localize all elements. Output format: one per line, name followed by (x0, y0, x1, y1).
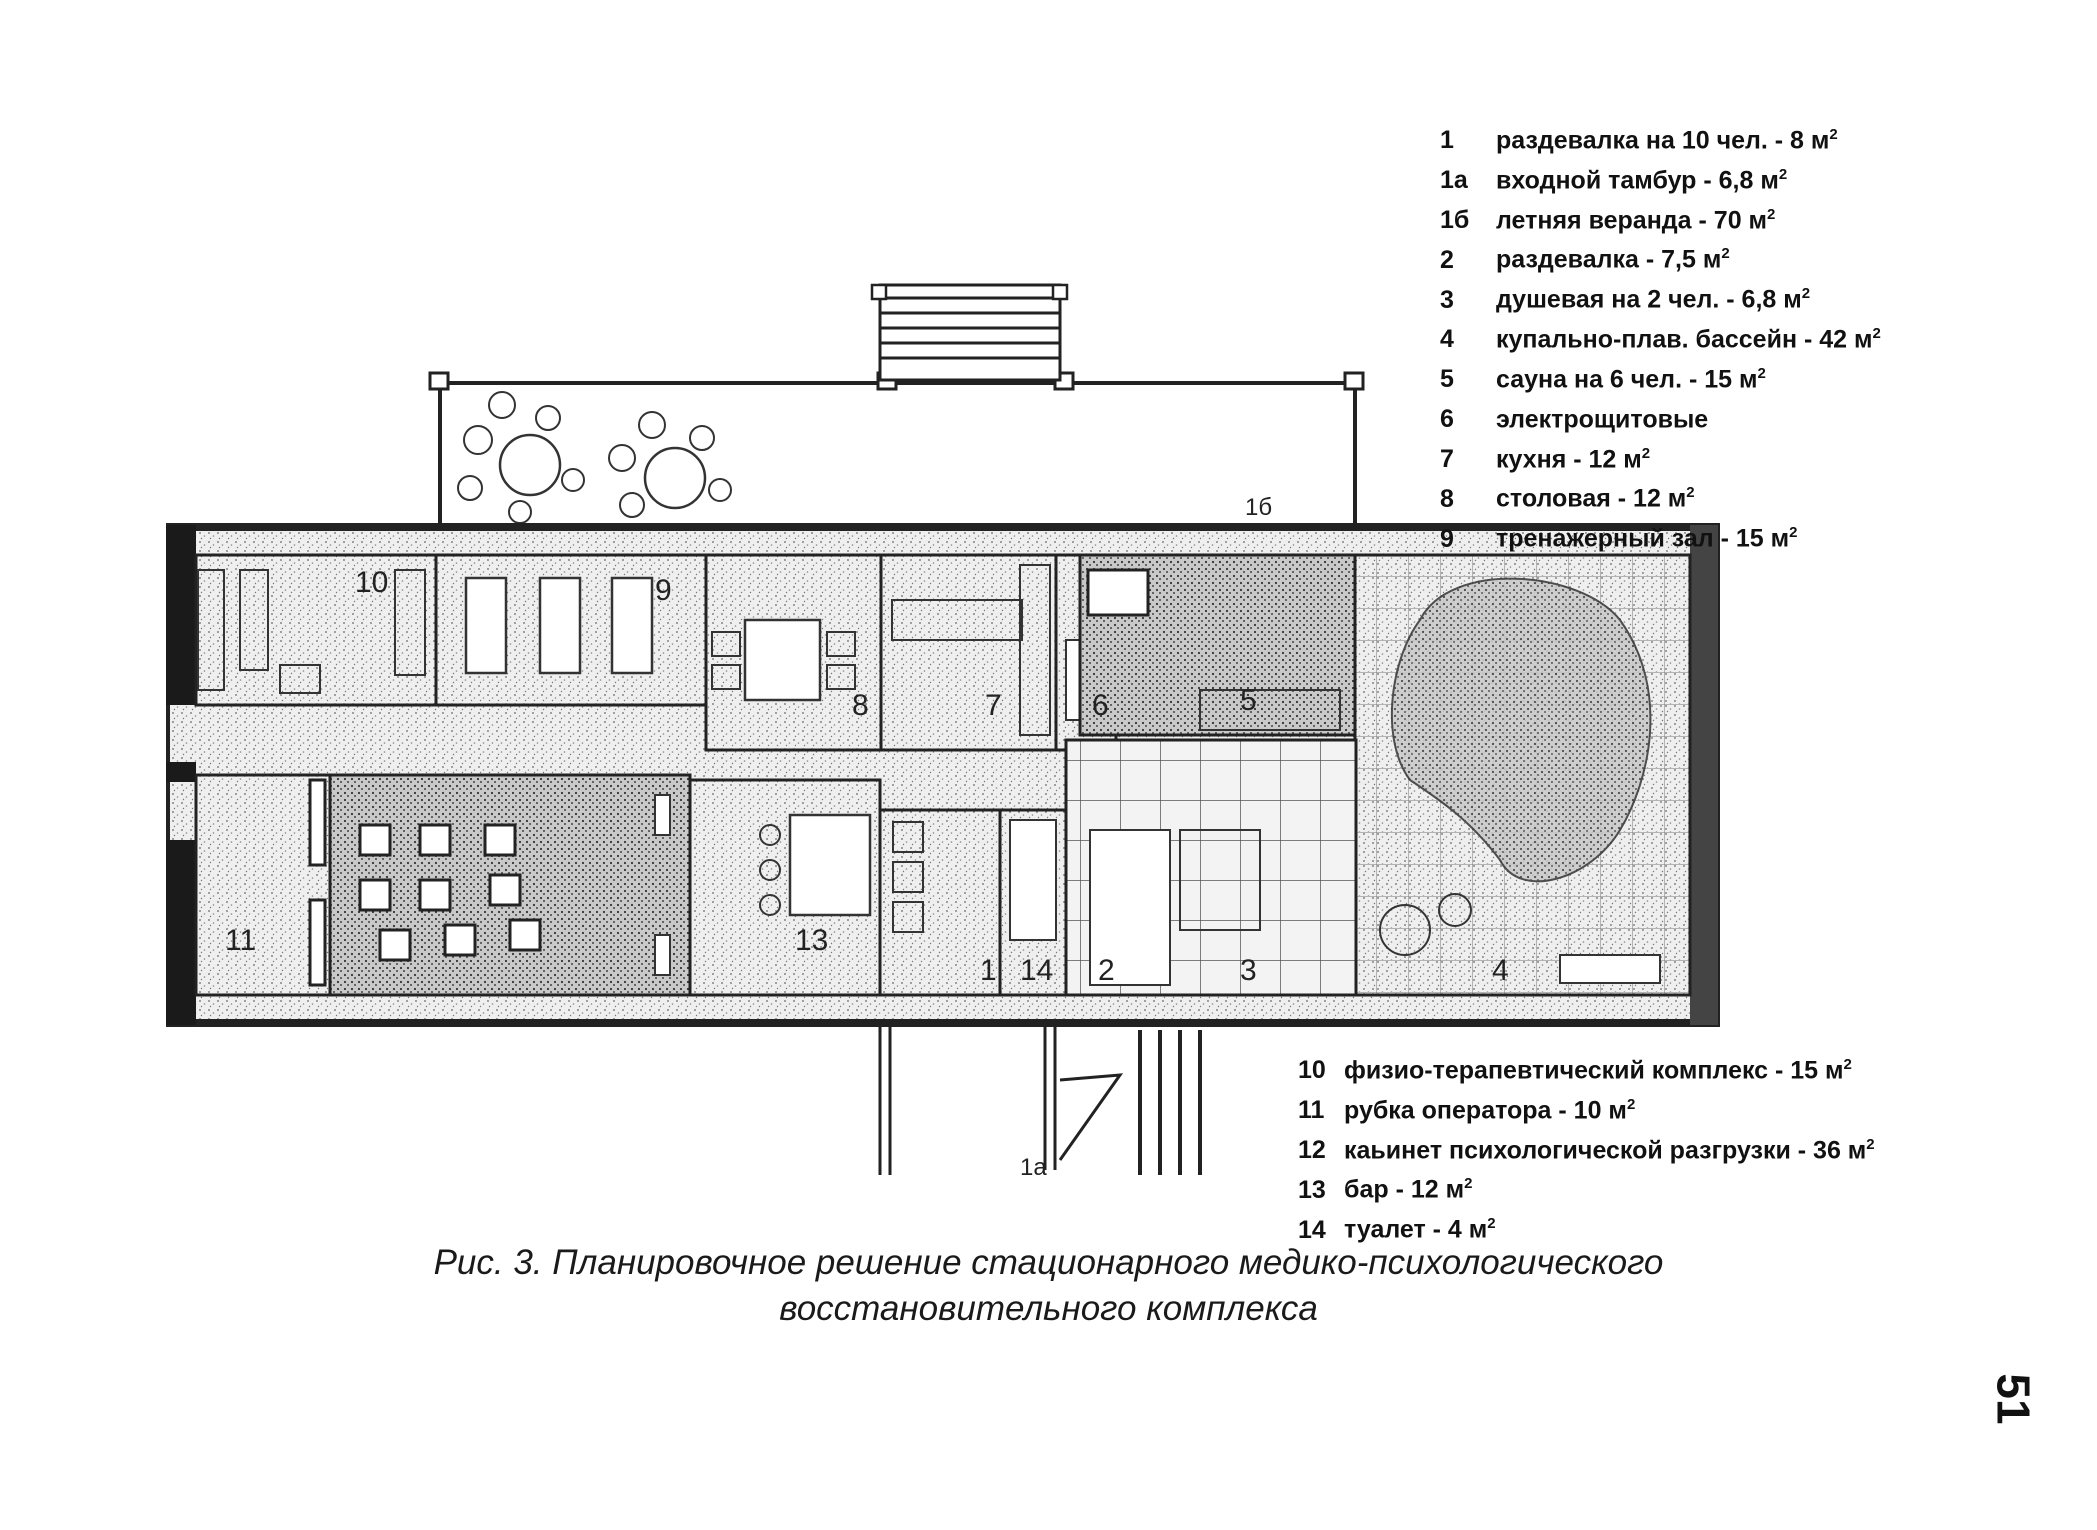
legend-item-number: 14 (1298, 1215, 1326, 1244)
legend-item-unit-exponent: 2 (1767, 205, 1776, 223)
legend-item: 13 бар - 12 м2 (1298, 1167, 1875, 1207)
legend-item-text: раздевалка - 7,5 м (1496, 245, 1722, 274)
legend-item-number: 1б (1440, 205, 1470, 234)
plan-label-8: 8 (852, 689, 869, 722)
legend-item-number: 3 (1440, 285, 1454, 314)
legend-item: 10 физио-терапевтический комплекс - 15 м2 (1298, 1048, 1875, 1088)
plan-label-1: 1 (980, 954, 997, 987)
legend-item-number: 5 (1440, 365, 1454, 394)
legend-item-text: входной тамбур - 6,8 м (1496, 166, 1779, 195)
legend-item-number: 11 (1298, 1096, 1325, 1125)
plan-label-3: 3 (1240, 954, 1257, 987)
legend-item-number: 4 (1440, 325, 1454, 354)
legend-item-number: 12 (1298, 1135, 1326, 1164)
south-steps (878, 1025, 1202, 1175)
legend-item: 1б летняя веранда - 70 м2 (1440, 198, 1881, 238)
figure-caption: Рис. 3. Планировочное решение стационарн… (0, 1240, 2097, 1332)
room-operator (194, 773, 332, 997)
plan-label-11: 11 (225, 924, 256, 957)
plan-label-4: 4 (1492, 954, 1509, 987)
legend-item: 4 купально-плав. бассейн - 42 м2 (1440, 317, 1881, 357)
plan-label-10: 10 (355, 566, 388, 599)
room-pool (1353, 553, 1692, 997)
legend-item-number: 6 (1440, 405, 1454, 434)
caption-line-1: Рис. 3. Планировочное решение стационарн… (433, 1243, 1664, 1282)
legend-item-number: 1а (1440, 166, 1468, 195)
legend-item-unit-exponent: 2 (1721, 245, 1730, 263)
legend-item-text: физио-терапевтический комплекс - 15 м (1344, 1056, 1844, 1085)
legend-item-unit-exponent: 2 (1641, 444, 1651, 462)
legend-item: 1 раздевалка на 10 чел. - 8 м2 (1440, 118, 1881, 158)
plan-label-7: 7 (985, 689, 1002, 722)
plan-label-1b: 1б (1245, 494, 1272, 521)
legend-item-unit-exponent: 2 (1843, 1056, 1852, 1073)
plan-label-2: 2 (1098, 954, 1115, 987)
legend-item-unit-exponent: 2 (1801, 285, 1811, 303)
legend-item-unit-exponent: 2 (1686, 484, 1695, 502)
legend-item-unit-exponent: 2 (1866, 1135, 1875, 1153)
legend-item-text: каьинет психологической разгрузки - 36 м (1344, 1135, 1867, 1164)
plan-label-6: 6 (1092, 689, 1109, 722)
legend-item-number: 9 (1440, 524, 1454, 553)
legend-item: 1а входной тамбур - 6,8 м2 (1440, 158, 1881, 198)
legend-item: 9 тренажерный зал - 15 м2 (1440, 516, 1881, 556)
room-toilet (878, 808, 1002, 997)
legend-item-text: тренажерный зал - 15 м (1496, 524, 1790, 553)
plan-label-9: 9 (655, 574, 672, 607)
legend-item-text: электрощитовые (1496, 405, 1709, 434)
legend-item-text: душевая на 2 чел. - 6,8 м (1496, 285, 1802, 314)
legend-item: 12 каьинет психологической разгрузки - 36… (1298, 1128, 1875, 1168)
legend-item-text: сауна на 6 чел. - 15 м (1496, 365, 1758, 394)
legend-item-text: бар - 12 м (1344, 1175, 1465, 1204)
legend-item-unit-exponent: 2 (1487, 1215, 1496, 1233)
legend-item-number: 8 (1440, 484, 1454, 513)
room-gym (434, 553, 708, 707)
plan-label-1a: 1а (1020, 1154, 1047, 1181)
legend-item: 6 электрощитовые (1440, 397, 1881, 437)
legend-item-number: 7 (1440, 444, 1454, 473)
legend-item-text: купально-плав. бассейн - 42 м (1496, 325, 1873, 354)
legend-item-unit-exponent: 2 (1789, 524, 1798, 542)
page-number: 51 (1987, 1373, 2040, 1425)
legend-item-unit-exponent: 2 (1626, 1095, 1636, 1113)
legend-item: 5 сауна на 6 чел. - 15 м2 (1440, 357, 1881, 397)
legend-item: 14 туалет - 4 м2 (1298, 1207, 1875, 1247)
room-physio (194, 553, 438, 707)
legend-item-number: 13 (1298, 1175, 1326, 1204)
room-showers (1064, 738, 1358, 997)
legend-item-text: столовая - 12 м (1496, 484, 1687, 513)
legend-item: 8 столовая - 12 м2 (1440, 476, 1881, 516)
legend-item-text: летняя веранда - 70 м (1496, 205, 1768, 234)
room-bar (688, 778, 882, 997)
legend-item-unit-exponent: 2 (1464, 1175, 1473, 1193)
legend-item-text: рубка оператора - 10 м (1344, 1096, 1627, 1125)
north-steps (870, 283, 1069, 382)
legend-item-number: 10 (1298, 1056, 1326, 1085)
plan-label-13: 13 (795, 924, 828, 957)
room-psych (328, 773, 692, 997)
plan-label-14: 14 (1020, 954, 1053, 987)
veranda (428, 371, 1365, 525)
legend-item-unit-exponent: 2 (1757, 364, 1766, 382)
legend-item: 3 душевая на 2 чел. - 6,8 м2 (1440, 277, 1881, 317)
room-dining (704, 553, 883, 752)
legend-item-text: раздевалка на 10 чел. - 8 м (1496, 126, 1830, 155)
legend-item-unit-exponent: 2 (1829, 126, 1838, 143)
legend-item-text: туалет - 4 м (1344, 1215, 1488, 1244)
room-sauna (1078, 553, 1357, 737)
legend-item-number: 1 (1440, 126, 1454, 155)
legend-item-number: 2 (1440, 245, 1454, 274)
room-kitchen (879, 553, 1058, 752)
legend-item: 11 рубка оператора - 10 м2 (1298, 1088, 1875, 1128)
legend-item: 7 кухня - 12 м2 (1440, 437, 1881, 477)
legend-item-text: кухня - 12 м (1496, 444, 1642, 473)
legend-item-unit-exponent: 2 (1778, 165, 1788, 183)
plan-label-5: 5 (1240, 684, 1257, 717)
legend-item-unit-exponent: 2 (1872, 325, 1881, 343)
caption-line-2: восстановительного комплекса (779, 1289, 1318, 1328)
